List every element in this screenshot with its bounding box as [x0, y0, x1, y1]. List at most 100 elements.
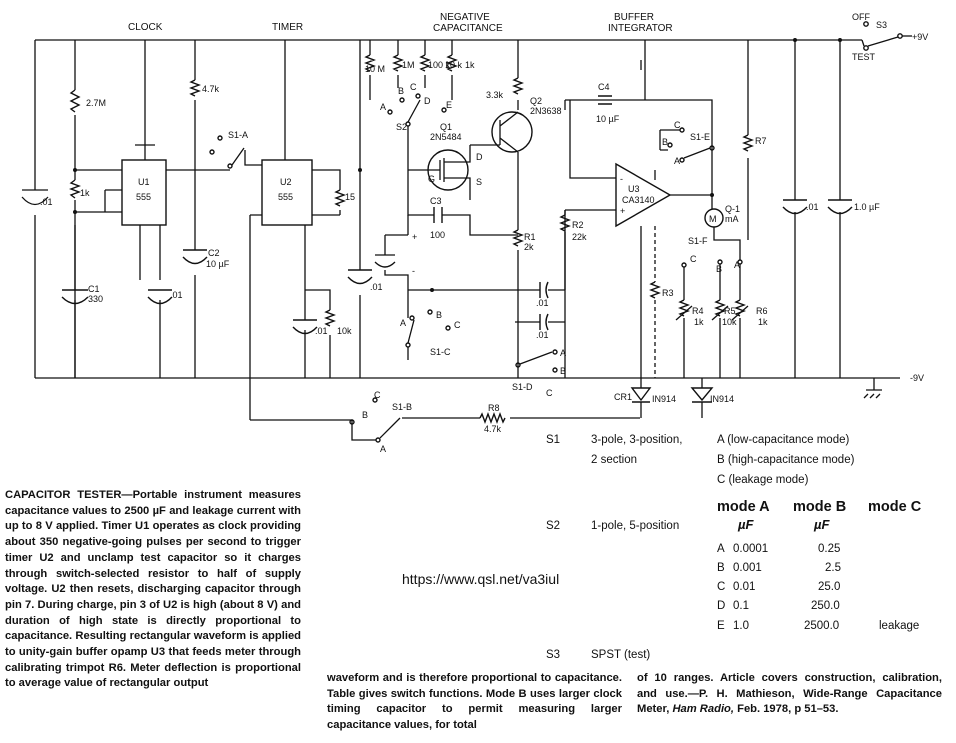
r8-label: R8 [488, 403, 500, 413]
r7-label: R7 [755, 136, 767, 146]
c-timer-01-label: .01 [315, 326, 328, 336]
cr1-label: CR1 [614, 392, 632, 402]
header-mode-c: mode C [868, 499, 922, 515]
r5-value: 10k [722, 317, 737, 327]
meter-symbol: M [709, 214, 717, 224]
s1f-pin-b: B [716, 264, 722, 274]
c-01-bypass-label: .01 [806, 202, 819, 212]
s1f-pin-c: C [690, 254, 697, 264]
c1-value: 330 [88, 294, 103, 304]
r4-value: 1k [694, 317, 704, 327]
row-mode-c: leakage [879, 620, 920, 632]
u3-label: U3 [628, 184, 640, 194]
caption-title: CAPACITOR TESTER [5, 489, 122, 501]
c-clock-01-label: .01 [170, 290, 183, 300]
power-switch-s3[interactable] [861, 21, 912, 51]
s3-label: S3 [876, 20, 887, 30]
s1f-label: S1-F [688, 236, 708, 246]
s1f-pin-a: A [734, 260, 740, 270]
r8-value: 4.7k [484, 424, 502, 434]
caption-body-1: —Portable instrument measures capacitanc… [5, 489, 301, 690]
s3-desc: SPST (test) [591, 649, 651, 661]
r1-label: R1 [524, 232, 536, 242]
source-url: https://www.qsl.net/va3iul [402, 571, 560, 587]
row-mode-a: 0.01 [733, 581, 756, 593]
c3-label: C3 [430, 196, 442, 206]
c3-value: 100 [430, 230, 445, 240]
caption-magazine: Ham Radio, [672, 703, 734, 716]
s2-name: S2 [546, 520, 561, 532]
caption-body-3a: of 10 ranges. Article covers constructio… [637, 672, 942, 716]
row-mode-a: 0.001 [733, 562, 762, 574]
s1d-pin-a: A [560, 348, 566, 358]
s1b-label: S1-B [392, 402, 412, 412]
switch-s1a[interactable] [209, 135, 245, 169]
test-minus-label: - [412, 266, 415, 276]
switch-s1e[interactable] [659, 127, 715, 163]
s2-desc: 1-pole, 5-position [591, 520, 680, 532]
s1-mode-b: B (high-capacitance mode) [717, 454, 855, 466]
caption-column-3: of 10 ranges. Article covers constructio… [637, 671, 942, 718]
switch-s1f[interactable] [681, 259, 743, 300]
c-01-a-label: .01 [536, 298, 549, 308]
section-integrator: INTEGRATOR [608, 23, 673, 34]
r-10k-s2-label: 10 k [445, 60, 463, 70]
s2-pin-c: C [410, 82, 417, 92]
u3-opamp [615, 162, 672, 228]
c4-value: 10 µF [596, 114, 620, 124]
q2-transistor [491, 111, 533, 153]
section-timer: TIMER [272, 22, 303, 33]
c-clock-bypass-label: .01 [40, 197, 53, 207]
row-pos: B [717, 562, 725, 574]
unit-mode-a: µF [738, 517, 754, 532]
q1-pin-s: S [476, 177, 482, 187]
section-negative: NEGATIVE [440, 12, 490, 23]
row-pos: E [717, 620, 725, 632]
r-4.7k-label: 4.7k [202, 84, 220, 94]
r2-value: 22k [572, 232, 587, 242]
s1-mode-a: A (low-capacitance mode) [717, 434, 850, 446]
s3-off-label: OFF [852, 12, 870, 22]
row-mode-b: 2.5 [825, 562, 841, 574]
row-mode-b: 2500.0 [804, 620, 840, 632]
s1c-label: S1-C [430, 347, 451, 357]
switch-s1d[interactable] [515, 349, 558, 373]
section-clock: CLOCK [128, 22, 163, 33]
c2-label: C2 [208, 248, 220, 258]
meter-unit: mA [725, 214, 739, 224]
s1-name: S1 [546, 434, 561, 446]
s3-name: S3 [546, 649, 561, 661]
switch-s1c[interactable] [405, 290, 451, 360]
header-mode-b: mode B [793, 499, 847, 515]
s1c-pin-a: A [400, 318, 406, 328]
d1-label: IN914 [652, 394, 676, 404]
s1d-pin-b: B [560, 366, 566, 376]
s2-pin-a: A [380, 102, 386, 112]
s1d-pin-c: C [546, 388, 553, 398]
row-pos: D [717, 600, 726, 612]
row-mode-a: 1.0 [733, 620, 749, 632]
r-15-label: 15 [345, 192, 355, 202]
s1c-pin-b: B [436, 310, 442, 320]
diode-2 [690, 387, 714, 403]
u1-chip [121, 159, 167, 226]
s1b-pin-b: B [362, 410, 368, 420]
s2-pin-e: E [446, 100, 452, 110]
s2-pin-d: D [424, 96, 431, 106]
u3-minus: - [620, 174, 623, 184]
supply-rails [21, 39, 900, 379]
row-mode-b: 25.0 [818, 581, 841, 593]
q2-label: Q2 [530, 96, 542, 106]
u3-plus: + [620, 206, 625, 216]
row-mode-a: 0.1 [733, 600, 749, 612]
s1-desc-2: 2 section [591, 454, 638, 466]
r4-label: R4 [692, 306, 704, 316]
meter-label: Q-1 [725, 204, 740, 214]
switch-s2[interactable] [387, 93, 447, 170]
u2-chip [261, 159, 313, 226]
q1-label: Q1 [440, 122, 452, 132]
vplus-label: +9V [912, 32, 928, 42]
section-capacitance: CAPACITANCE [433, 23, 503, 34]
c-01-b-label: .01 [536, 330, 549, 340]
q2-part: 2N3638 [530, 106, 562, 116]
